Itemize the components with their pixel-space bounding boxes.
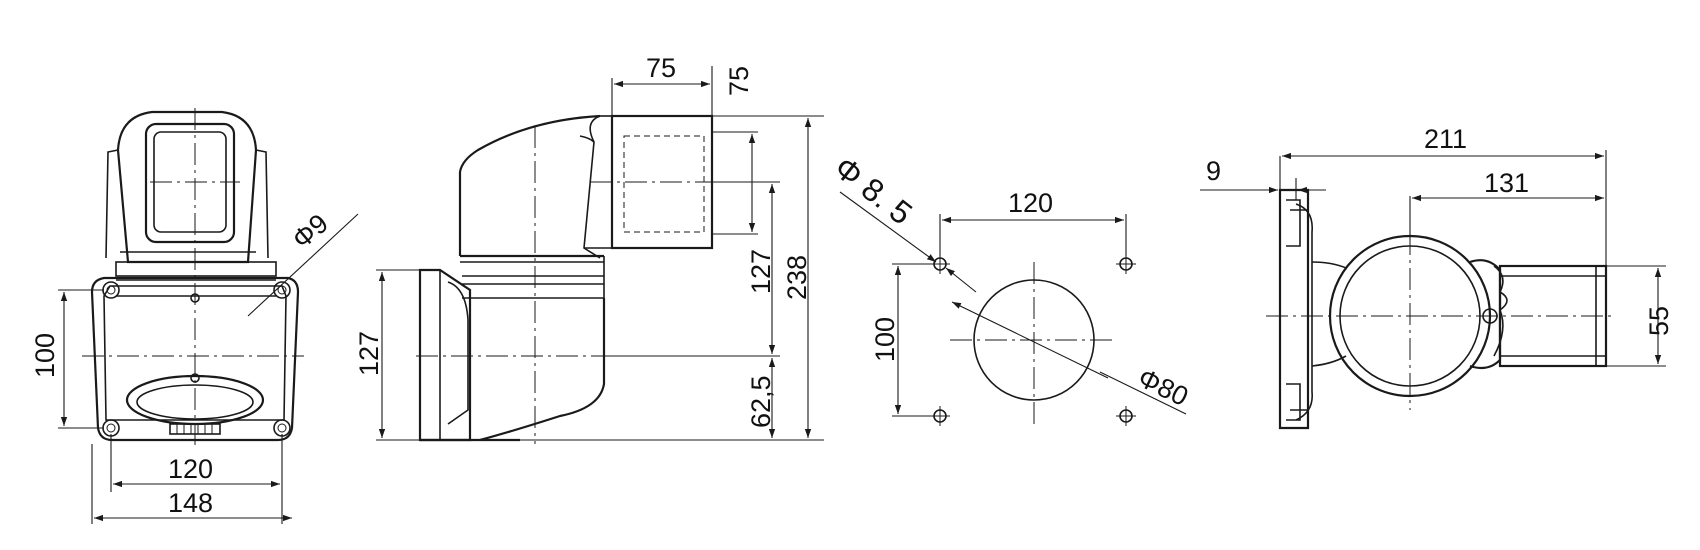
front-height-label: 100 [30,333,60,378]
side-flange-height-label: 127 [354,331,384,376]
top-arm-length-label: 131 [1484,168,1529,198]
top-view: 9 211 131 55 [1200,124,1674,430]
side-top-width-label: 75 [646,53,676,83]
front-inner-width-label: 120 [168,454,213,484]
side-total-height-label: 238 [782,255,812,300]
front-outer-width-label: 148 [168,488,213,518]
pattern-circle-dia-label: Φ80 [1133,362,1193,412]
pattern-hole-dia-label: Φ 8. 5 [828,149,919,231]
side-view: 75 75 127 238 62,5 127 [354,53,824,444]
top-arm-width-label: 55 [1644,306,1674,336]
front-hole-dia-label: Φ9 [287,208,334,254]
side-mid-height-label: 127 [746,249,776,294]
top-total-length-label: 211 [1424,124,1467,154]
front-view: Φ9 100 120 148 [30,108,359,524]
top-flange-thickness-label: 9 [1206,156,1221,186]
side-base-height-label: 62,5 [746,375,776,428]
pattern-spacing-y-label: 100 [870,317,900,362]
side-top-height-label: 75 [724,66,754,96]
hole-pattern-view: Φ 8. 5 120 100 Φ80 [828,149,1193,426]
pattern-spacing-x-label: 120 [1008,188,1053,218]
